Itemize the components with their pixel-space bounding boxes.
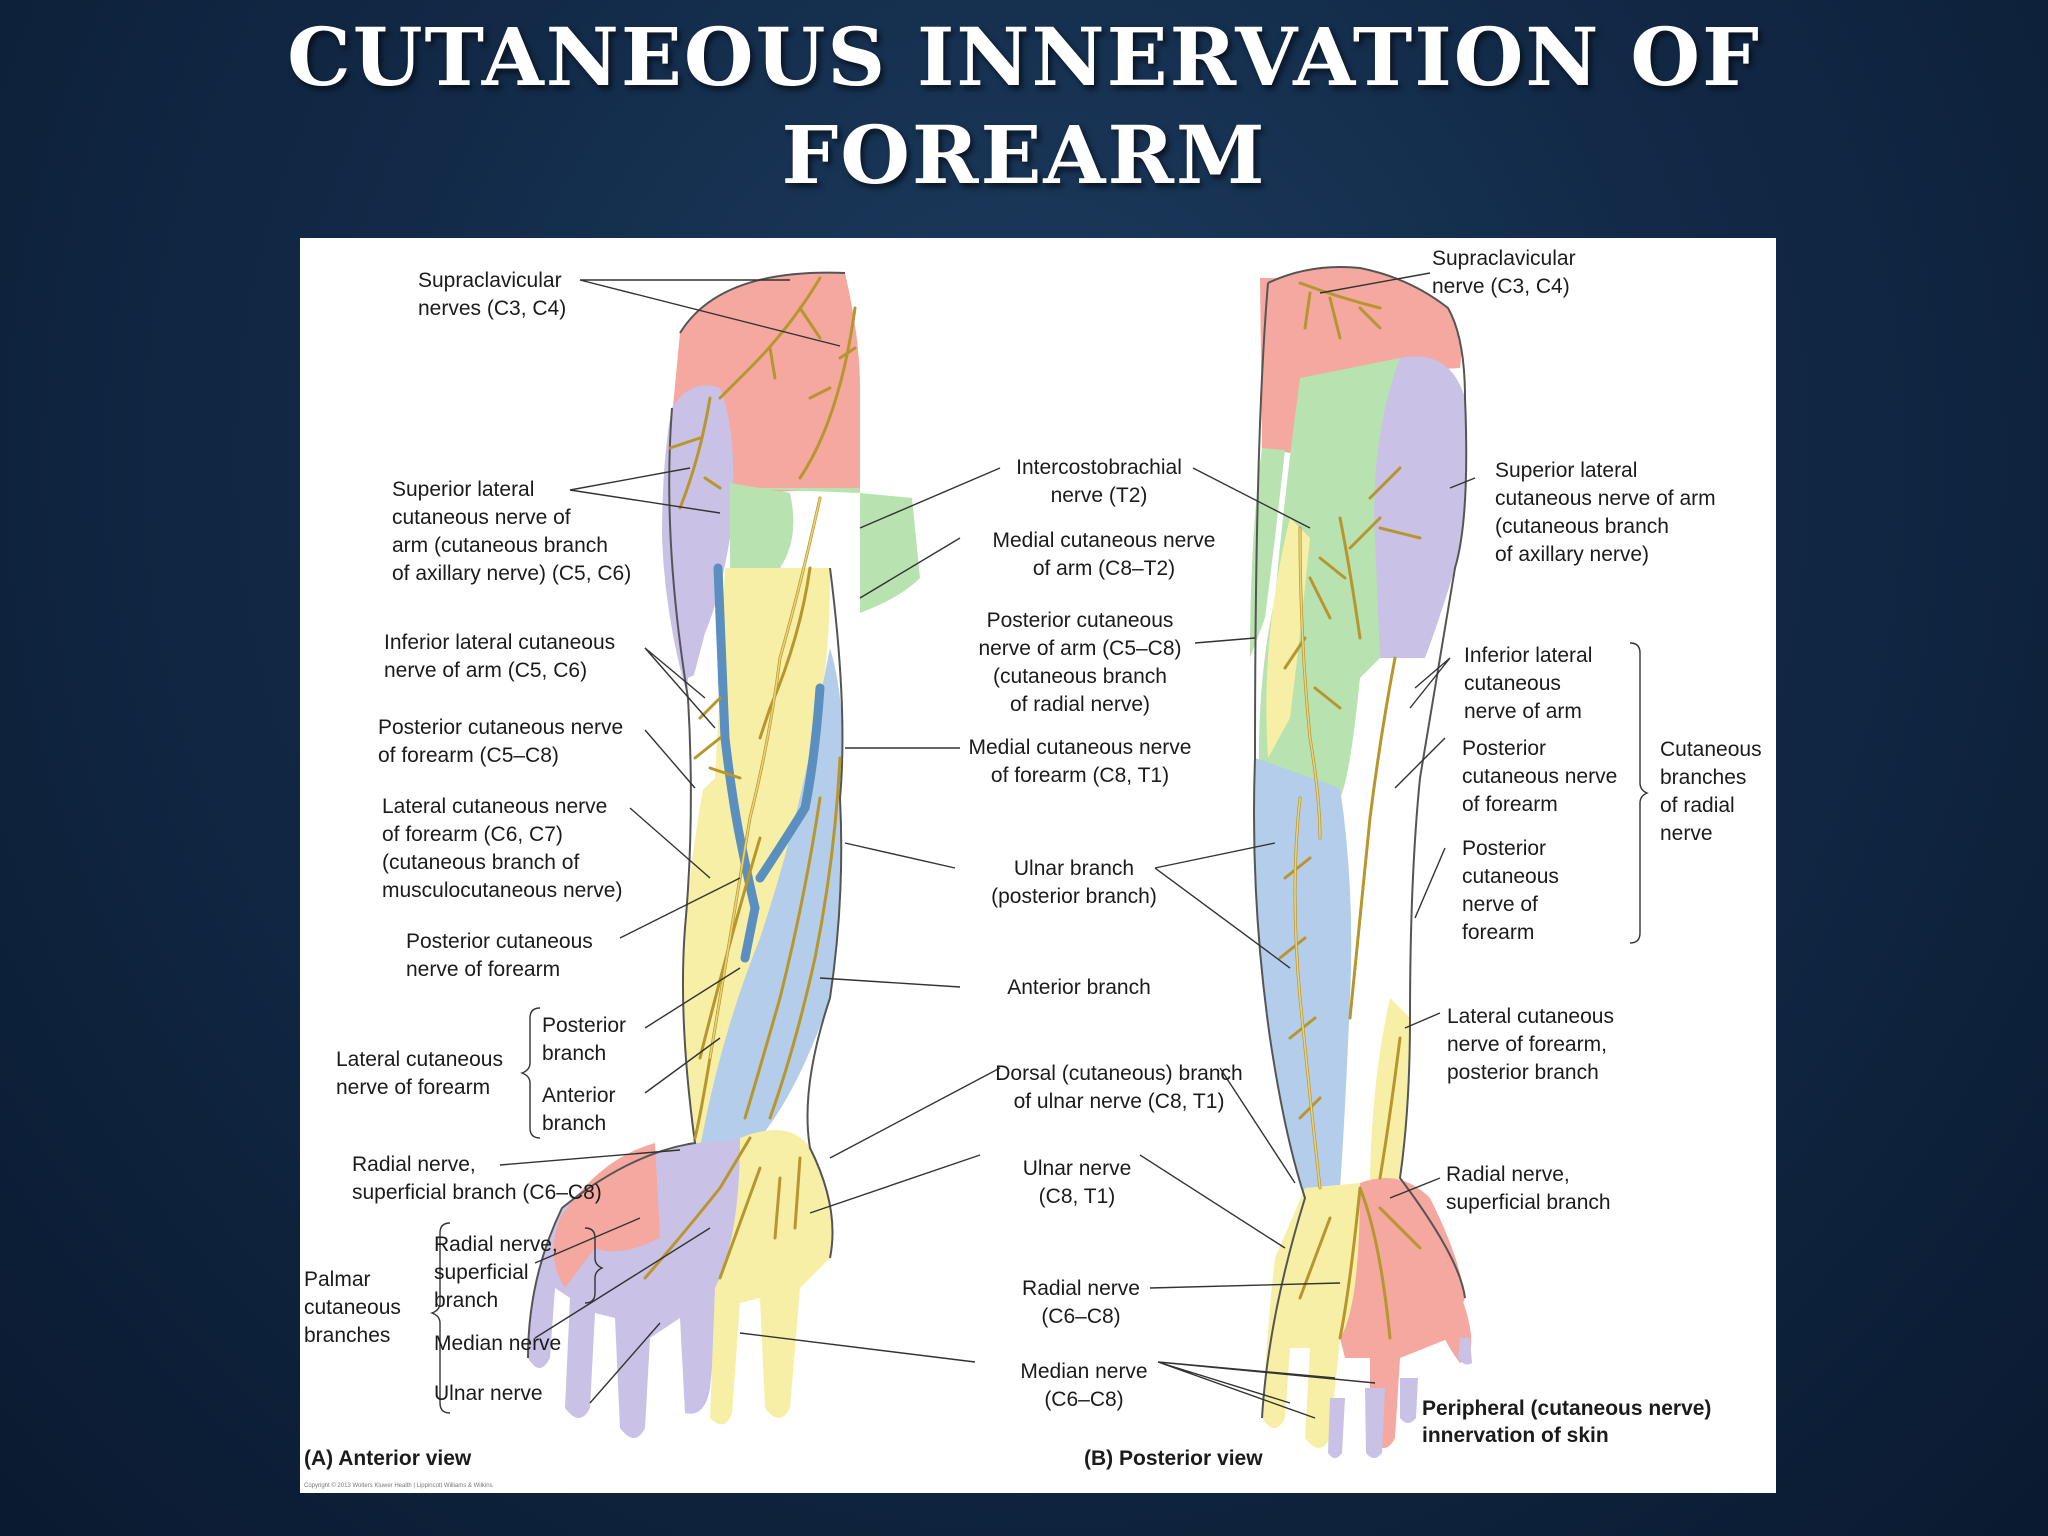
posterior-nerve-branches — [1278, 281, 1422, 1340]
label-post-radial-superficial: Radial nerve,superficial branch — [1446, 1163, 1611, 1214]
title-line-2: FOREARM — [781, 108, 1267, 202]
label-median-nerve: Median nerve(C6–C8) — [1020, 1360, 1147, 1411]
anterior-cephalic-vein — [713, 563, 760, 913]
anterior-median-vein — [740, 903, 760, 963]
posterior-green-left — [1250, 448, 1285, 658]
caption-anterior-view: (A) Anterior view — [304, 1447, 472, 1470]
anterior-basilic-vein — [755, 683, 825, 883]
anterior-arm — [527, 271, 920, 1438]
label-anterior-branch: Anterior branch — [1007, 976, 1151, 999]
posterior-hand-yellow — [1262, 1183, 1370, 1448]
posterior-white-zone — [1359, 658, 1427, 1038]
anterior-green-strip — [730, 483, 794, 568]
caption-posterior-view: (B) Posterior view — [1084, 1447, 1263, 1470]
copyright-text: Copyright © 2013 Wolters Kluwer Health |… — [304, 1482, 493, 1489]
anterior-nerve-branches — [643, 276, 857, 1280]
posterior-supraclavicular-zone — [1265, 267, 1462, 438]
label-ant-palmar-ulnar: Ulnar nerve — [434, 1382, 543, 1405]
posterior-green-zone — [1259, 358, 1400, 798]
posterior-axillary-zone — [1368, 356, 1467, 658]
posterior-arm-outline — [1253, 266, 1468, 1419]
legend-note: Peripheral (cutaneous nerve)innervation … — [1422, 1397, 1711, 1447]
label-ulnar-branch: Ulnar branch(posterior branch) — [991, 857, 1157, 908]
anterior-axillary-zone — [662, 385, 734, 698]
label-radial-nerve: Radial nerve(C6–C8) — [1022, 1277, 1140, 1328]
posterior-fingertips — [1328, 1338, 1472, 1458]
anterior-hand-ulnar — [710, 1130, 833, 1425]
label-ant-radial-superficial: Radial nerve,superficial branch (C6–C8) — [352, 1153, 602, 1204]
posterior-medial-zone — [1254, 758, 1352, 1198]
slide-title: CUTANEOUS INNERVATION OF FOREARM — [0, 8, 2048, 204]
leader-lines — [499, 272, 1476, 1419]
label-ulnar-nerve: Ulnar nerve(C8, T1) — [1023, 1157, 1132, 1208]
label-ant-palmar-median: Median nerve — [434, 1332, 561, 1355]
anterior-intercostobrachial-zone — [730, 488, 920, 613]
posterior-hand-red — [1340, 1178, 1465, 1448]
anterior-hand-thenar — [553, 1143, 660, 1288]
anterior-arm-outline — [527, 271, 846, 1359]
posterior-arm — [1250, 266, 1472, 1458]
title-line-1: CUTANEOUS INNERVATION OF — [287, 10, 1761, 104]
brackets — [430, 642, 1649, 1414]
